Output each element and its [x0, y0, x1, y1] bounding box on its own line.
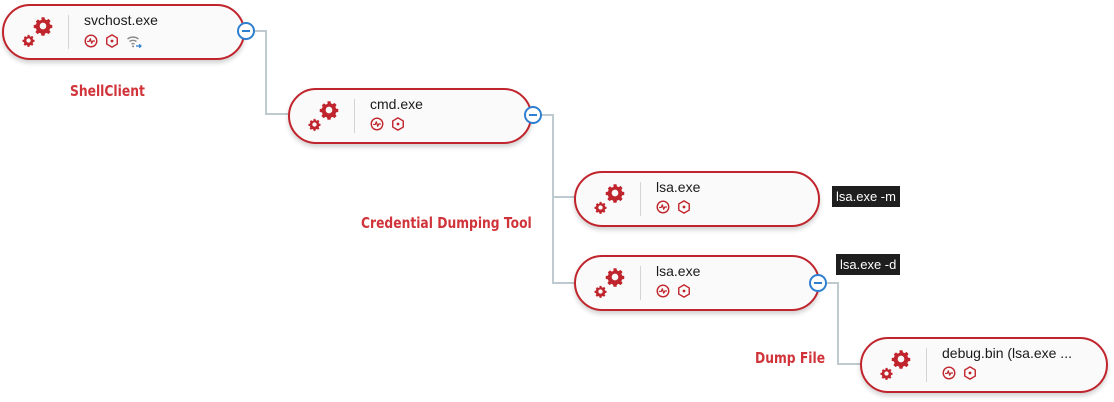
- node-separator: [640, 266, 641, 300]
- node-badges: [656, 284, 691, 298]
- shield-icon: [391, 117, 405, 131]
- annotation-dump-file: Dump File: [755, 349, 826, 367]
- node-badges: [656, 200, 691, 214]
- gear-icon: [594, 268, 625, 298]
- process-node-svchost[interactable]: svchost.exe: [2, 4, 245, 60]
- activity-icon: [942, 366, 956, 380]
- connector-cmd-lsa2: [552, 197, 576, 284]
- annotation-credential-tool: Credential Dumping Tool: [361, 214, 532, 232]
- node-separator: [926, 348, 927, 382]
- network-icon: [126, 33, 142, 49]
- command-line-tag: lsa.exe -m: [832, 186, 900, 207]
- node-separator: [354, 99, 355, 133]
- process-node-debug[interactable]: debug.bin (lsa.exe ...: [860, 337, 1108, 393]
- node-badges: [942, 366, 977, 380]
- shield-icon: [963, 366, 977, 380]
- activity-icon: [370, 117, 384, 131]
- gear-icon: [880, 350, 911, 380]
- activity-icon: [656, 200, 670, 214]
- node-badges: [84, 33, 142, 49]
- connector-svchost-cmd: [255, 30, 290, 115]
- shield-icon: [105, 34, 119, 48]
- gear-icon: [308, 101, 339, 131]
- connector-lsa2-debug: [827, 282, 862, 365]
- shield-icon: [677, 284, 691, 298]
- node-title: lsa.exe: [656, 179, 701, 195]
- annotation-shellclient: ShellClient: [70, 82, 145, 100]
- gear-icon: [22, 17, 53, 47]
- activity-icon: [84, 34, 98, 48]
- node-title: svchost.exe: [84, 12, 158, 28]
- gear-icon: [594, 184, 625, 214]
- command-line-tag: lsa.exe -d: [836, 254, 901, 275]
- node-separator: [68, 15, 69, 49]
- process-node-lsa-1[interactable]: lsa.exe: [574, 171, 820, 227]
- process-node-cmd[interactable]: cmd.exe: [288, 88, 532, 144]
- process-node-lsa-2[interactable]: lsa.exe: [574, 255, 820, 311]
- node-title: debug.bin (lsa.exe ...: [942, 345, 1072, 361]
- connector-cmd-lsa1: [542, 114, 576, 198]
- node-title: lsa.exe: [656, 263, 701, 279]
- collapse-button-lsa-2[interactable]: [809, 274, 827, 292]
- collapse-button-cmd[interactable]: [524, 106, 542, 124]
- activity-icon: [656, 284, 670, 298]
- node-badges: [370, 117, 405, 131]
- node-title: cmd.exe: [370, 96, 423, 112]
- collapse-button-svchost[interactable]: [237, 22, 255, 40]
- node-separator: [640, 182, 641, 216]
- shield-icon: [677, 200, 691, 214]
